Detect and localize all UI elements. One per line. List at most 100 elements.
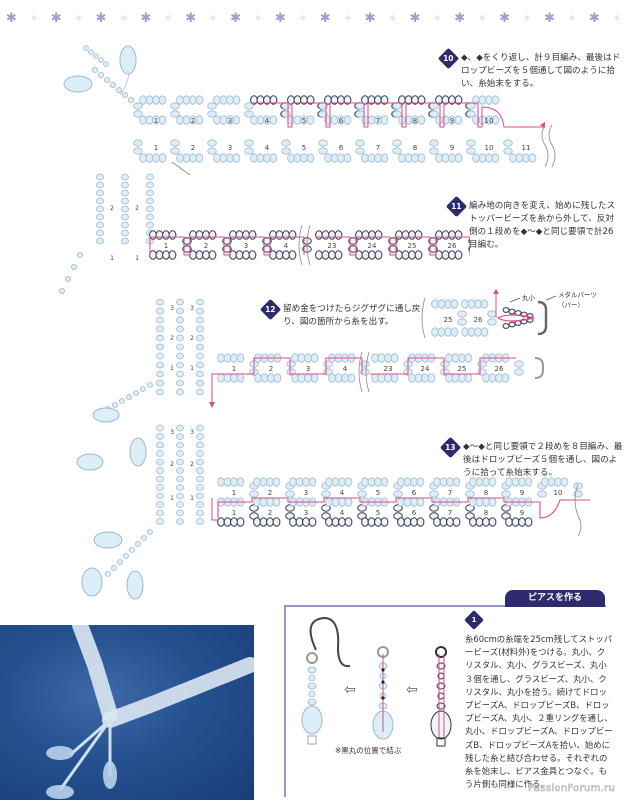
svg-text:（バー）: （バー） [558,301,584,309]
svg-text:3: 3 [170,429,174,436]
svg-text:3: 3 [228,144,232,152]
svg-text:⇦: ⇦ [344,682,356,698]
svg-text:2: 2 [190,461,194,468]
svg-text:2: 2 [190,335,194,342]
svg-text:1: 1 [190,365,194,372]
svg-text:24: 24 [368,242,377,250]
diagram-step-12-clasp-detail: 25 26 丸小 メタルパーツ （バー） [421,289,597,339]
svg-text:1: 1 [170,365,174,372]
necklace-illustration [46,625,254,799]
svg-text:8: 8 [413,117,417,125]
svg-text:1: 1 [135,255,139,262]
decorative-border: ✱✧✱✧✱✧✱✧✱✧✱✧✱✧✱✧✱✧✱✧✱✧✱✧✱✧✱✧ [5,11,621,26]
svg-text:5: 5 [302,117,306,125]
svg-text:7: 7 [376,117,380,125]
svg-text:3: 3 [244,242,248,250]
svg-text:26: 26 [448,242,457,250]
svg-text:1: 1 [232,509,236,517]
step-12: 12 留め金をつけたらジグザグに通し戻り、図の箇所から糸を出す。 [259,298,423,329]
earring-diagrams: ⇦⇦ [301,616,452,747]
svg-text:9: 9 [520,489,524,497]
svg-text:25: 25 [408,242,417,250]
svg-text:4: 4 [343,365,348,373]
svg-text:1: 1 [154,117,158,125]
step-13: 13 ◆〜◆と同じ要領で２段めを８目編み、最後はドロップビーズ５個を通し、図のよ… [439,436,623,480]
svg-text:6: 6 [412,489,417,497]
svg-text:3: 3 [190,429,194,436]
svg-text:4: 4 [284,242,289,250]
svg-text:7: 7 [448,489,452,497]
svg-text:8: 8 [413,144,417,152]
svg-text:10: 10 [554,489,563,497]
svg-text:2: 2 [191,144,195,152]
svg-text:2: 2 [191,117,195,125]
svg-text:5: 5 [376,509,380,517]
svg-text:23: 23 [328,242,337,250]
svg-text:10: 10 [485,117,494,125]
svg-text:1: 1 [232,489,236,497]
svg-text:1: 1 [164,242,168,250]
section-title: ピアスを作る [505,590,605,607]
svg-text:7: 7 [448,509,452,517]
svg-text:11: 11 [522,144,531,152]
necklace-photo: 85 [0,625,254,800]
svg-text:1: 1 [110,255,114,262]
svg-text:メタルパーツ: メタルパーツ [558,290,597,299]
svg-text:丸小: 丸小 [522,293,536,302]
svg-text:8: 8 [484,509,488,517]
svg-text:2: 2 [170,461,174,468]
svg-text:3: 3 [228,117,232,125]
svg-text:5: 5 [302,144,306,152]
svg-text:2: 2 [204,242,208,250]
svg-text:24: 24 [421,365,430,373]
svg-text:4: 4 [265,144,270,152]
knot-note: ※黒丸の位置で結ぶ [335,746,402,755]
svg-text:4: 4 [340,489,345,497]
svg-text:3: 3 [306,365,310,373]
svg-text:3: 3 [304,489,308,497]
svg-text:4: 4 [340,509,345,517]
step-text: ◆〜◆と同じ要領で２段めを８目編み、最後はドロップビーズ５個を通し、図のように拾… [463,442,623,478]
svg-text:6: 6 [412,509,417,517]
step-text: ◆、◆をくり返し、計９目編み、最後はドロップビーズを５個通して図のように拾い、糸… [461,53,621,89]
svg-text:9: 9 [520,509,524,517]
svg-text:3: 3 [190,305,194,312]
pierce-section-frame [284,605,606,797]
svg-text:1: 1 [170,495,174,502]
svg-text:2: 2 [135,205,139,212]
step-text: 編み地の向きを変え、始めに残したストッパービーズを糸から外して、反対側の１段めを… [469,201,616,250]
diagram-step-10: 1 2 3 4 5 6 7 8 9 10 1 2 3 4 5 6 7 8 9 10 11 [63,45,556,176]
pierce-instructions: 糸60cmの糸端を25cm残してストッパービーズ(材料外)をつける。丸小、クリス… [465,634,613,790]
svg-text:9: 9 [450,144,454,152]
svg-text:7: 7 [376,144,380,152]
step-11: 11 編み地の向きを変え、始めに残したストッパービーズを糸から外して、反対側の１… [445,195,617,252]
svg-text:1: 1 [190,495,194,502]
svg-text:5: 5 [376,489,380,497]
svg-text:6: 6 [339,144,344,152]
svg-text:1: 1 [232,365,236,373]
svg-text:10: 10 [485,144,494,152]
step-10: 10 ◆、◆をくり返し、計９目編み、最後はドロップビーズを５個通して図のように拾… [437,47,621,91]
svg-text:25: 25 [458,365,467,373]
svg-text:26: 26 [474,316,483,324]
svg-text:2: 2 [110,205,114,212]
svg-text:25: 25 [444,316,453,324]
svg-text:23: 23 [384,365,393,373]
svg-text:3: 3 [170,305,174,312]
step-number-badge: 1 [464,610,484,630]
svg-text:26: 26 [495,365,504,373]
svg-text:⇦: ⇦ [406,682,418,698]
svg-text:2: 2 [170,335,174,342]
svg-text:8: 8 [484,489,488,497]
svg-text:2: 2 [268,489,272,497]
svg-text:6: 6 [339,117,344,125]
svg-text:2: 2 [269,365,273,373]
svg-text:1: 1 [154,144,158,152]
svg-text:4: 4 [265,117,270,125]
svg-text:9: 9 [450,117,454,125]
svg-text:3: 3 [304,509,308,517]
step-text: 留め金をつけたらジグザグに通し戻り、図の箇所から糸を出す。 [283,304,421,327]
